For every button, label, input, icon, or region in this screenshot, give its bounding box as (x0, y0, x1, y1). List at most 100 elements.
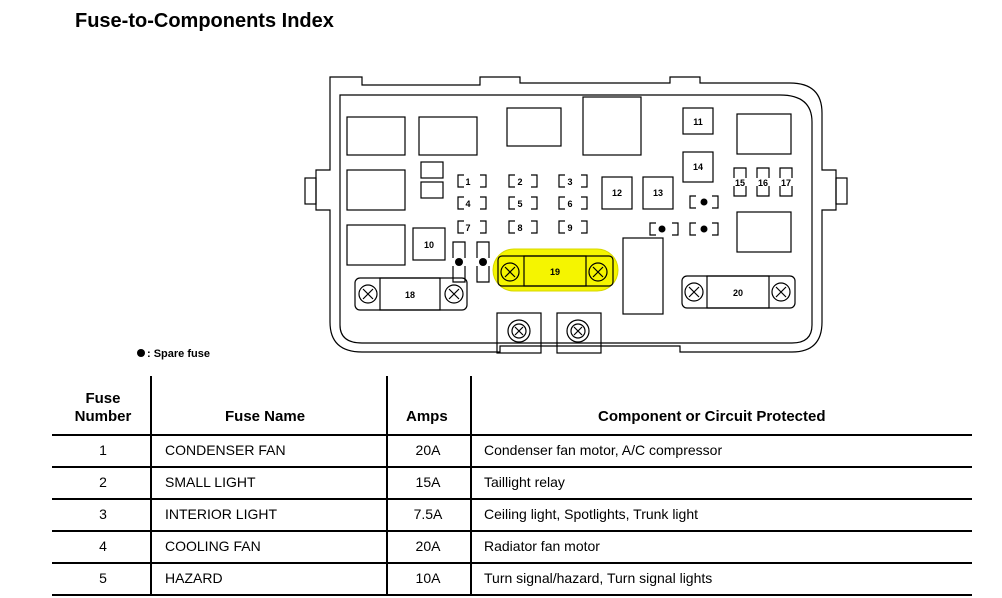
cell-name: SMALL LIGHT (165, 474, 256, 490)
screw-icon (511, 323, 527, 339)
screw-icon (588, 262, 608, 282)
row-divider (52, 466, 972, 468)
fuse-box-diagram: 1 2 3 4 5 6 7 8 9 10 11 12 13 14 15 16 1… (304, 76, 848, 354)
screw-cross (775, 286, 787, 298)
fuse-label: 10 (424, 240, 434, 250)
fuse-label: 13 (653, 188, 663, 198)
legend-label: : Spare fuse (147, 348, 210, 360)
cell-component: Turn signal/hazard, Turn signal lights (484, 570, 713, 586)
fuse-label: 8 (517, 223, 522, 233)
connector-small-2 (420, 181, 444, 199)
row-divider (52, 562, 972, 564)
fuse-label: 2 (517, 177, 522, 187)
relay-left-1 (346, 116, 406, 156)
cell-name: HAZARD (165, 570, 223, 586)
cell-number: 1 (99, 442, 107, 458)
header-component: Component or Circuit Protected (598, 408, 826, 425)
terminal-bottom-1 (496, 312, 542, 354)
cell-number: 5 (99, 570, 107, 586)
screw-cross (514, 326, 524, 336)
header-fuse-number-line1: Fuse (85, 390, 121, 407)
relay-left-4 (418, 116, 478, 156)
spare-dot (700, 198, 708, 206)
row-divider (52, 530, 972, 532)
fuse-label: 3 (567, 177, 572, 187)
fuse-label: 9 (567, 223, 572, 233)
column-divider (150, 376, 152, 596)
fuse-16-outline (756, 167, 770, 197)
screw-icon (684, 282, 704, 302)
fuse-15-outline (733, 167, 747, 197)
cell-amps: 20A (415, 442, 441, 458)
spare-dot (658, 225, 666, 233)
fuse-box-inner-outline (339, 94, 813, 344)
fuse-label: 6 (567, 199, 572, 209)
mini-fuse-outline (649, 222, 679, 236)
screw-cross (688, 286, 700, 298)
screw-cross (504, 266, 516, 278)
fuse-label: 20 (733, 288, 743, 298)
fuse-label: 4 (465, 199, 470, 209)
screw-icon (500, 262, 520, 282)
page-title: Fuse-to-Components Index (75, 10, 334, 32)
screw-cross (573, 326, 583, 336)
mini-fuse-outline (457, 220, 487, 234)
mini-fuse-outline (508, 174, 538, 188)
mini-fuse-outline (689, 195, 719, 209)
relay-top-2 (582, 96, 642, 156)
cell-amps: 20A (415, 538, 441, 554)
relay-left-3 (346, 224, 406, 266)
relay-right-2 (736, 211, 792, 253)
side-tab-left (304, 177, 317, 205)
cell-name: CONDENSER FAN (165, 442, 286, 458)
screw-ring (566, 319, 590, 343)
header-fuse-number-line2: Number (74, 408, 132, 425)
cell-amps: 7.5A (413, 506, 443, 522)
cell-component: Condenser fan motor, A/C compressor (484, 442, 723, 458)
relay-tall (622, 237, 664, 315)
spare-dot (700, 225, 708, 233)
mini-fuse-outline (457, 174, 487, 188)
cell-component: Taillight relay (484, 474, 565, 490)
fuse-label: 19 (550, 267, 560, 277)
fuse-label: 11 (693, 117, 703, 127)
cell-amps: 10A (415, 570, 441, 586)
mini-fuse-outline (508, 196, 538, 210)
fuse-label: 14 (693, 162, 703, 172)
fuse-label: 5 (517, 199, 522, 209)
screw-cross (592, 266, 604, 278)
spare-fuse-left-1 (452, 241, 466, 283)
fuse-label: 16 (758, 178, 768, 188)
mini-fuse-outline (558, 174, 588, 188)
legend: : Spare fuse (137, 348, 210, 360)
mini-fuse-outline (558, 220, 588, 234)
spare-fuse-dot-icon (137, 349, 145, 357)
cell-name: INTERIOR LIGHT (165, 506, 278, 522)
cell-amps: 15A (415, 474, 441, 490)
screw-cross (362, 288, 374, 300)
header-fuse-number: Fuse Number (72, 390, 134, 426)
column-divider (386, 376, 388, 596)
relay-left-2 (346, 169, 406, 211)
fuse-label: 12 (612, 188, 622, 198)
screw-icon (771, 282, 791, 302)
screw-icon (358, 284, 378, 304)
screw-cross (448, 288, 460, 300)
spare-fuse-left-2 (476, 241, 490, 283)
cell-number: 4 (99, 538, 107, 554)
screw-ring (507, 319, 531, 343)
mini-fuse-outline (457, 196, 487, 210)
fuse-17-outline (779, 167, 793, 197)
terminal-bottom-2 (556, 312, 602, 354)
screw-icon (570, 323, 586, 339)
fuse-label: 17 (781, 178, 791, 188)
connector-small (420, 161, 444, 179)
fuse-label: 1 (465, 177, 470, 187)
fuse-box-outline (315, 76, 837, 353)
header-amps: Amps (406, 408, 448, 425)
cell-name: COOLING FAN (165, 538, 261, 554)
relay-top-1 (506, 107, 562, 147)
row-divider (52, 594, 972, 596)
mini-fuse-outline (508, 220, 538, 234)
cell-component: Ceiling light, Spotlights, Trunk light (484, 506, 698, 522)
